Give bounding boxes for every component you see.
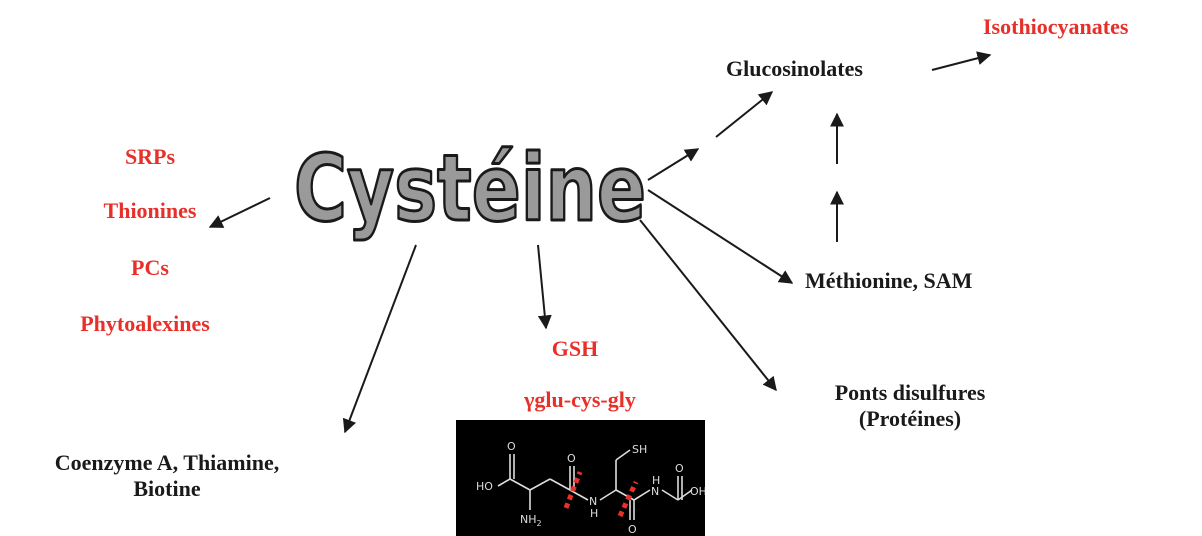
arrow-to-coenzyme (342, 244, 417, 434)
arrow-to-glucosinolates-1 (647, 148, 700, 181)
atom-n-left: N (589, 495, 597, 508)
molecule-bonds (497, 449, 693, 520)
atom-h-left: H (590, 507, 598, 520)
label-isothiocyanates: Isothiocyanates (983, 14, 1129, 39)
label-coenzyme: Coenzyme A, Thiamine, Biotine (2, 450, 332, 503)
cleavage-marks (563, 471, 639, 518)
atom-o-gly: O (675, 462, 684, 475)
label-ponts-disulfures: Ponts disulfures (Protéines) (770, 380, 1050, 433)
label-gamma-glu-cys-gly: γglu-cys-gly (524, 387, 636, 412)
label-ponts-line1: Ponts disulfures (834, 380, 986, 405)
cysteine-title-text: Cystéine (294, 135, 646, 242)
arrow-to-ponts (639, 219, 777, 392)
atom-ho: HO (476, 480, 493, 493)
atom-sh: SH (632, 443, 647, 456)
label-gsh: GSH (551, 336, 599, 361)
arrow-to-methionine (647, 189, 794, 284)
label-methionine-sam: Méthionine, SAM (805, 268, 973, 293)
atom-nh2: NH2 (520, 513, 542, 528)
label-coenzyme-line1: Coenzyme A, Thiamine, (54, 450, 280, 475)
atom-o-gamma: O (567, 452, 576, 465)
cysteine-title: Cystéine (293, 134, 648, 244)
atom-o-left: O (507, 440, 516, 453)
arrow-to-gsh (537, 244, 552, 330)
label-srps: SRPs (124, 144, 176, 169)
label-thionines: Thionines (103, 198, 197, 223)
atom-h-right: H (652, 474, 660, 487)
label-pcs: PCs (131, 255, 169, 280)
label-coenzyme-line2: Biotine (133, 476, 201, 502)
glutathione-structure: HO O NH2 O N H SH O N H O OH (456, 420, 705, 536)
molecule-atom-labels: HO O NH2 O N H SH O N H O OH (476, 440, 705, 536)
arrow-to-glucosinolates-2 (715, 91, 774, 138)
label-ponts-line2: (Protéines) (858, 406, 962, 432)
label-glucosinolates: Glucosinolates (726, 56, 863, 81)
arrow-to-isothiocyanates (931, 51, 992, 71)
atom-n-right: N (651, 485, 659, 498)
atom-o-cys: O (628, 523, 637, 536)
label-phytoalexines: Phytoalexines (80, 311, 210, 336)
atom-oh: OH (690, 485, 705, 498)
arrow-to-srps-group (208, 197, 271, 228)
